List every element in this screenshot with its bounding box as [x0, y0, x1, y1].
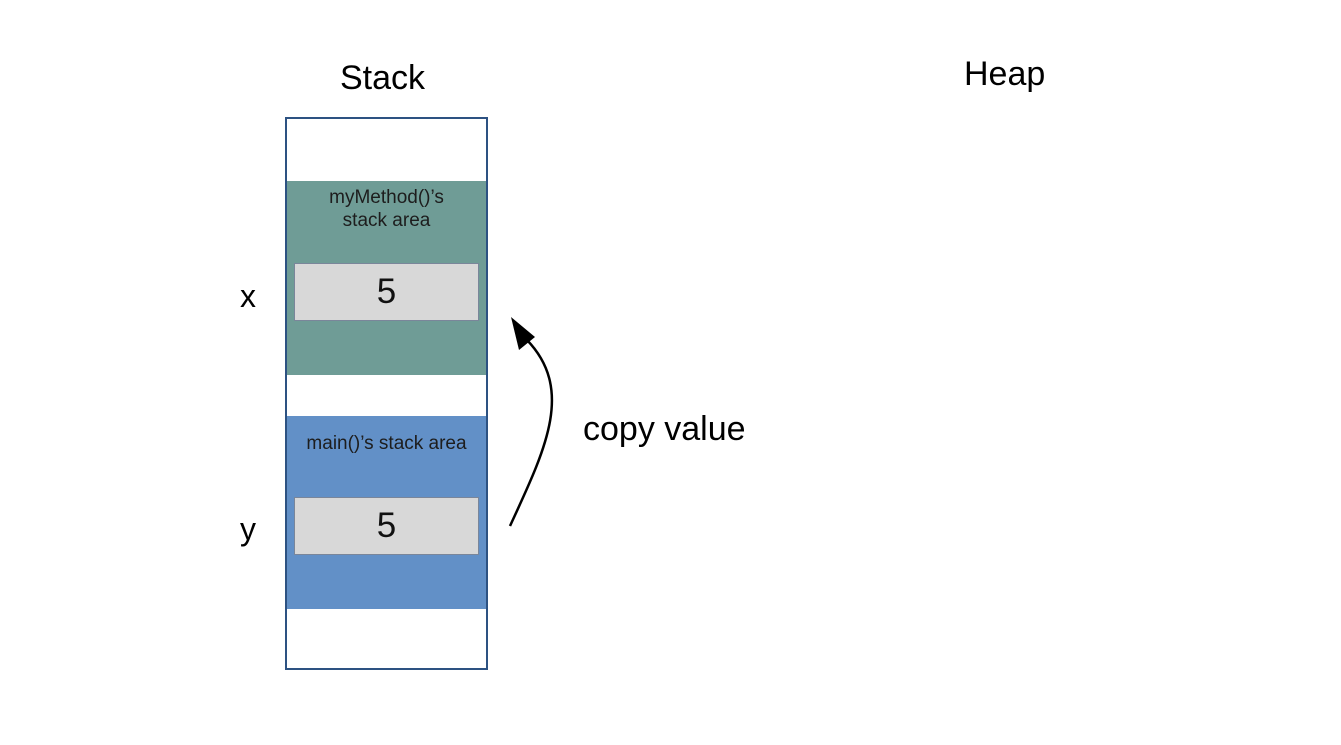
- variable-x-label: x: [240, 278, 256, 314]
- variable-y-label: y: [240, 511, 256, 547]
- copy-value-arrow-curve: [508, 339, 554, 527]
- stack-column: myMethod()’s stack area 5 main()’s stack…: [285, 117, 488, 670]
- main-frame-label: main()’s stack area: [306, 433, 467, 454]
- stack-heading: Stack: [340, 59, 426, 97]
- heap-heading: Heap: [964, 55, 1046, 93]
- y-value-box: 5: [294, 497, 479, 555]
- mymethod-frame-label-line-1: myMethod()’s: [329, 187, 444, 208]
- copy-value-arrowhead: [511, 317, 535, 350]
- main-stack-frame: main()’s stack area 5: [287, 416, 486, 609]
- mymethod-frame-label-line-2: stack area: [342, 210, 431, 231]
- mymethod-stack-frame: myMethod()’s stack area 5: [287, 181, 486, 375]
- x-value-box: 5: [294, 263, 479, 321]
- copy-value-label: copy value: [583, 410, 746, 448]
- mymethod-frame-label: myMethod()’s stack area: [287, 186, 486, 232]
